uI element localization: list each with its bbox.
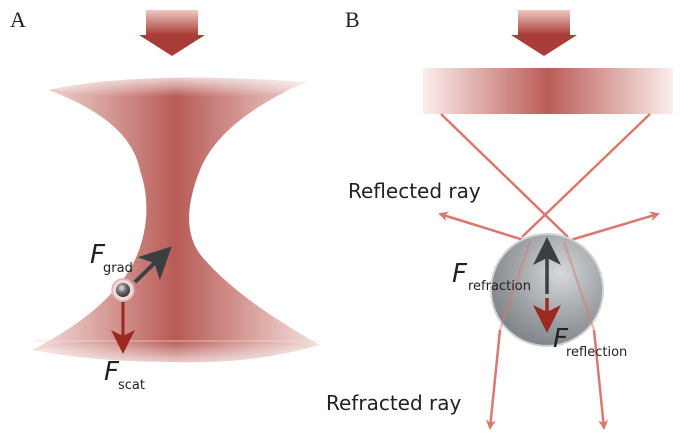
svg-text:F: F xyxy=(104,357,120,387)
gradient-force-label: F grad xyxy=(90,240,133,276)
panel-a-label: A xyxy=(10,7,26,32)
gradient-force-arrow xyxy=(133,246,172,284)
reflected-rays xyxy=(438,211,660,244)
svg-text:F: F xyxy=(553,324,569,354)
incident-light-arrow-b xyxy=(511,10,577,56)
refraction-force-label: F refraction xyxy=(452,259,531,294)
svg-text:F: F xyxy=(90,240,106,270)
svg-text:refraction: refraction xyxy=(468,279,531,294)
incident-light-arrow-a xyxy=(139,10,205,56)
svg-text:grad: grad xyxy=(103,261,133,276)
svg-text:F: F xyxy=(452,259,468,289)
light-beam-bar xyxy=(423,68,673,114)
refracted-rays xyxy=(485,241,609,430)
refracted-ray-label: Refracted ray xyxy=(326,391,461,415)
reflected-ray-label: Reflected ray xyxy=(348,179,481,203)
svg-text:scat: scat xyxy=(118,378,145,393)
incident-rays xyxy=(440,113,651,238)
reflection-force-label: F reflection xyxy=(553,324,627,360)
panel-b-label: B xyxy=(345,7,360,32)
trapped-bead xyxy=(111,278,135,302)
focused-laser-beam xyxy=(27,73,327,369)
svg-text:reflection: reflection xyxy=(566,345,627,360)
scattering-force-label: F scat xyxy=(104,357,145,393)
